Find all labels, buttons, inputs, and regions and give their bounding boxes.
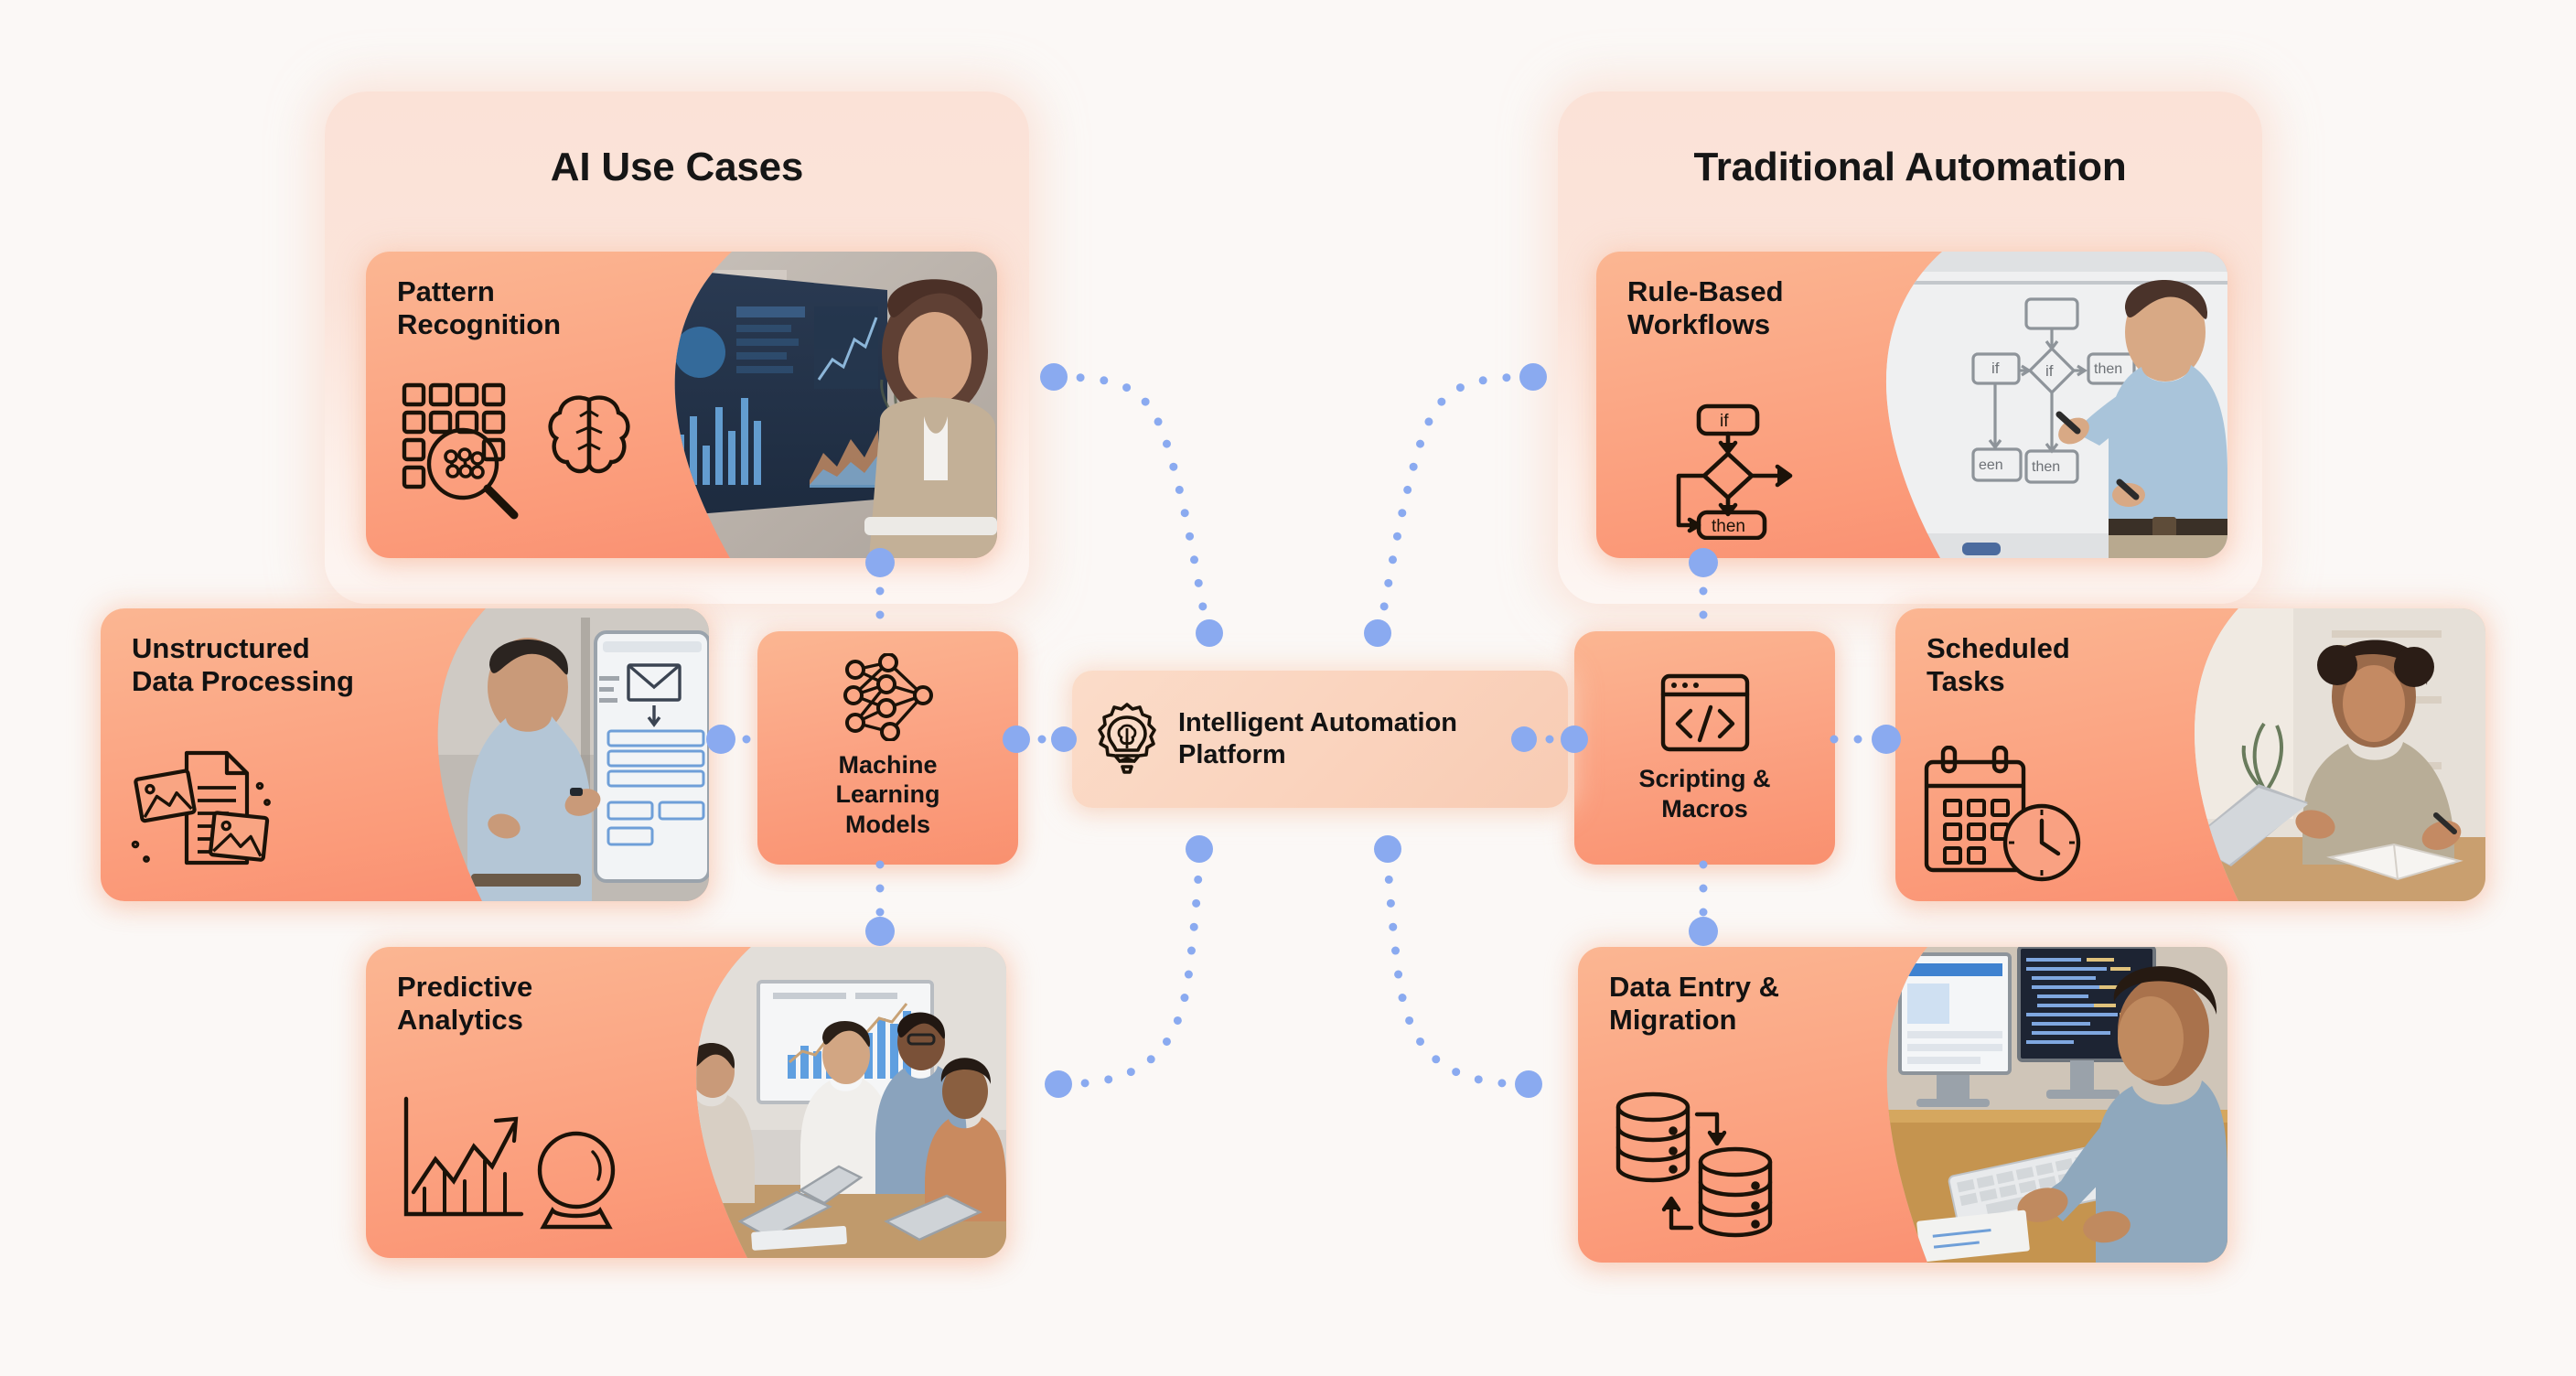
if-then-flowchart-icon: if then <box>1668 403 1823 540</box>
calendar-clock-icon <box>1921 746 2086 883</box>
growth-chart-crystal-ball-icon <box>397 1093 626 1231</box>
card-rule-based-workflows[interactable]: if if then then een <box>1596 252 2227 558</box>
card-photo-unstructured-data-processing <box>416 608 709 901</box>
svg-text:if: if <box>1720 412 1729 431</box>
card-title-predictive-analytics: Predictive Analytics <box>397 971 533 1036</box>
hub-intelligent-automation-platform[interactable]: Intelligent Automation Platform <box>1072 671 1568 808</box>
card-title-scheduled-tasks: Scheduled Tasks <box>1927 632 2070 697</box>
card-title-data-entry-migration: Data Entry & Migration <box>1609 971 1780 1036</box>
card-photo-rule-based-workflows: if if then then een <box>1834 252 2227 558</box>
lightbulb-gear-icon <box>1096 703 1158 776</box>
card-photo-scheduled-tasks <box>2174 608 2485 901</box>
node-label-scripting-macros: Scripting & Macros <box>1638 765 1771 822</box>
card-title-rule-based-workflows: Rule-Based Workflows <box>1627 275 1784 340</box>
card-photo-pattern-recognition <box>613 252 997 558</box>
card-photo-predictive-analytics <box>663 947 1006 1258</box>
svg-text:if: if <box>2045 362 2054 380</box>
svg-text:if: if <box>1991 360 2000 377</box>
node-machine-learning-models[interactable]: Machine Learning Models <box>757 631 1018 865</box>
card-title-unstructured-data-processing: Unstructured Data Processing <box>132 632 354 697</box>
svg-text:then: then <box>2094 361 2122 377</box>
card-photo-data-entry-migration <box>1880 947 2227 1263</box>
card-predictive-analytics[interactable]: Predictive Analytics <box>366 947 1006 1258</box>
code-window-icon <box>1658 671 1753 755</box>
grid-magnifier-brain-icon <box>401 380 648 531</box>
card-unstructured-data-processing[interactable]: Unstructured Data Processing <box>101 608 709 901</box>
node-label-machine-learning-models: Machine Learning Models <box>835 750 940 838</box>
card-scheduled-tasks[interactable]: Scheduled Tasks <box>1895 608 2485 901</box>
database-transfer-icon <box>1609 1089 1783 1253</box>
card-title-pattern-recognition: Pattern Recognition <box>397 275 562 340</box>
card-pattern-recognition[interactable]: Pattern Recognition <box>366 252 997 558</box>
card-data-entry-migration[interactable]: Data Entry & Migration <box>1578 947 2227 1263</box>
documents-images-icon <box>126 746 277 878</box>
svg-text:een: een <box>1979 457 2003 473</box>
svg-text:then: then <box>2032 459 2060 475</box>
group-title-ai: AI Use Cases <box>550 145 804 189</box>
neural-network-icon <box>833 652 943 741</box>
svg-text:then: then <box>1712 517 1745 536</box>
node-scripting-macros[interactable]: Scripting & Macros <box>1574 631 1835 865</box>
hub-label: Intelligent Automation Platform <box>1178 708 1458 769</box>
group-title-traditional: Traditional Automation <box>1693 145 2127 189</box>
